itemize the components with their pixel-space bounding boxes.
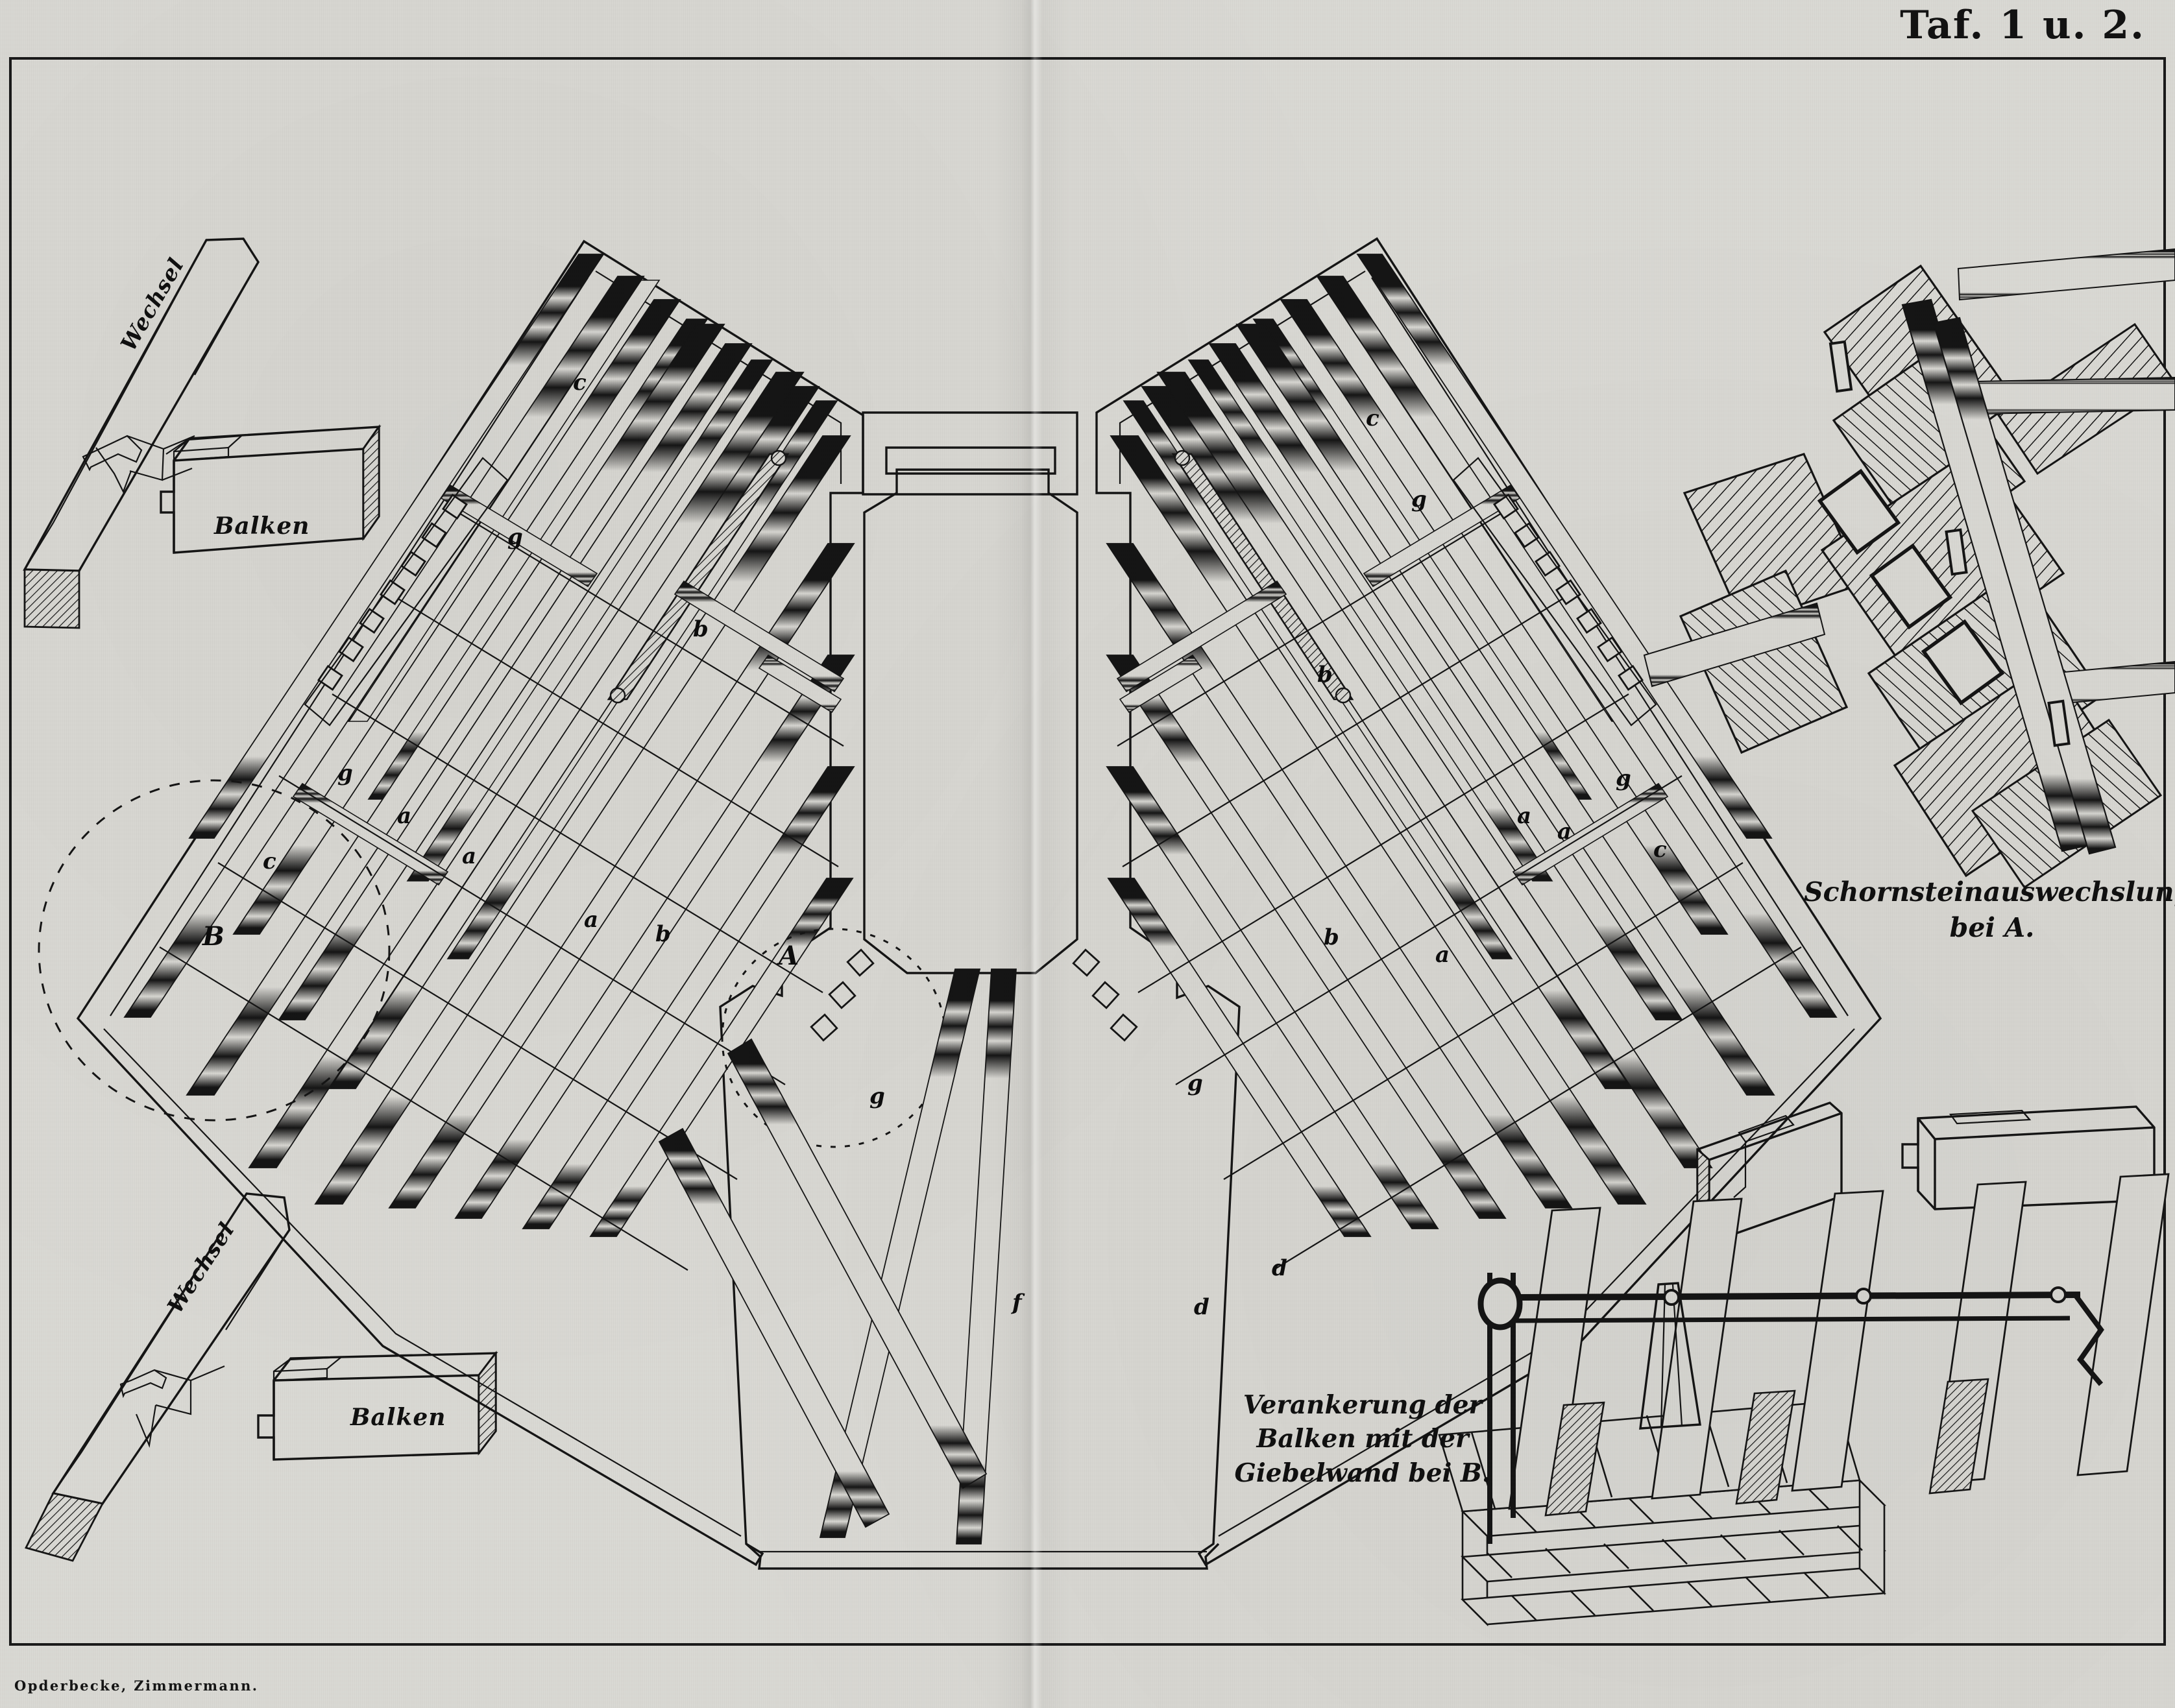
plan-label-right-c-0: c	[1366, 405, 1379, 431]
plan-label-right-a-5: a	[1557, 819, 1572, 845]
plan-label-left-g-3: g	[337, 760, 353, 786]
label-balken-top: Balken	[214, 512, 310, 540]
caption-chimney-line2: bei A.	[1949, 911, 2035, 943]
plan-label-right-b-7: b	[1324, 924, 1339, 950]
detail-circle-A	[721, 928, 947, 1148]
detail-wechsel-balken-top	[23, 237, 382, 629]
caption-chimney: Schornsteinauswechslung bei A.	[1804, 874, 2175, 946]
zone-label-B: B	[202, 921, 225, 952]
gable-anchor-detail-B	[1438, 1173, 2170, 1627]
plan-label-left-g-9: g	[869, 1083, 885, 1109]
plan-label-left-g-1: g	[507, 524, 523, 550]
joist-main-right	[1106, 276, 1838, 1237]
detail-circle-B	[38, 779, 391, 1122]
plan-label-left-c-0: c	[573, 370, 587, 396]
plan-label-left-b-7: b	[655, 921, 671, 947]
caption-chimney-line1: Schornsteinauswechslung	[1804, 876, 2175, 908]
plan-label-right-a-4: a	[1517, 803, 1532, 829]
trimmer-bars-right	[1116, 484, 1669, 886]
plan-label-right-b-2: b	[1317, 662, 1333, 688]
chimney-beams	[1643, 248, 2175, 855]
caption-anchor-line2: Balken mit der	[1256, 1424, 1469, 1454]
plan-label-left-b-2: b	[693, 616, 709, 642]
plan-label-right-c-6: c	[1653, 837, 1667, 863]
beam-joint-details	[1696, 1101, 2156, 1245]
plan-label-right-g-1: g	[1411, 487, 1427, 512]
plan-label-left-f-10: f	[1012, 1290, 1022, 1316]
joist-long-right	[1141, 254, 1773, 1089]
beam-pockets-left-wall	[317, 494, 468, 691]
plan-label-left-a-5: a	[462, 843, 477, 869]
layout-lines-right	[1117, 512, 1802, 1271]
detail-wechsel-balken-bottom	[24, 1192, 498, 1562]
plan-label-right-a-8: a	[1435, 942, 1450, 968]
plate-title: Taf. 1 u. 2.	[1900, 3, 2145, 48]
framing-plan-right-wing	[1095, 237, 1882, 1567]
anchor-joists	[1508, 1173, 2170, 1517]
central-stair-well	[862, 411, 1078, 974]
plan-label-right-d-11: d	[1194, 1294, 1209, 1320]
joist-main-left	[123, 276, 855, 1237]
layout-lines-left	[159, 512, 844, 1271]
beam-pockets-right-wall	[1493, 494, 1644, 691]
framing-plan-left-wing	[38, 239, 947, 1567]
caption-anchor-line1: Verankerung der	[1243, 1390, 1483, 1420]
plan-label-left-a-4: a	[397, 803, 412, 829]
plan-label-left-c-8: c	[263, 848, 276, 874]
plan-label-left-a-6: a	[584, 907, 599, 933]
beam-pockets-apex	[810, 948, 1138, 1042]
label-balken-bottom: Balken	[350, 1404, 446, 1431]
anchor-rod-holes	[1663, 1286, 2067, 1306]
chimney-detail-A	[1643, 248, 2175, 889]
iron-anchor-rod	[1477, 1273, 2104, 1544]
plan-label-right-d-10: d	[1272, 1255, 1287, 1281]
caption-anchor-line3: Giebelwand bei B.	[1234, 1458, 1491, 1488]
plan-label-right-g-3: g	[1616, 765, 1631, 791]
plan-label-right-g-9: g	[1187, 1070, 1203, 1096]
plate-footer: Opderbecke, Zimmermann.	[14, 1678, 259, 1694]
caption-anchor: Verankerung der Balken mit der Giebelwan…	[1213, 1388, 1512, 1490]
apex-framing	[658, 968, 1220, 1570]
chimney-flues	[1817, 468, 2005, 706]
zone-label-A: A	[779, 941, 799, 971]
plate-border	[9, 57, 2166, 1646]
brick-wall	[1461, 1478, 1886, 1627]
